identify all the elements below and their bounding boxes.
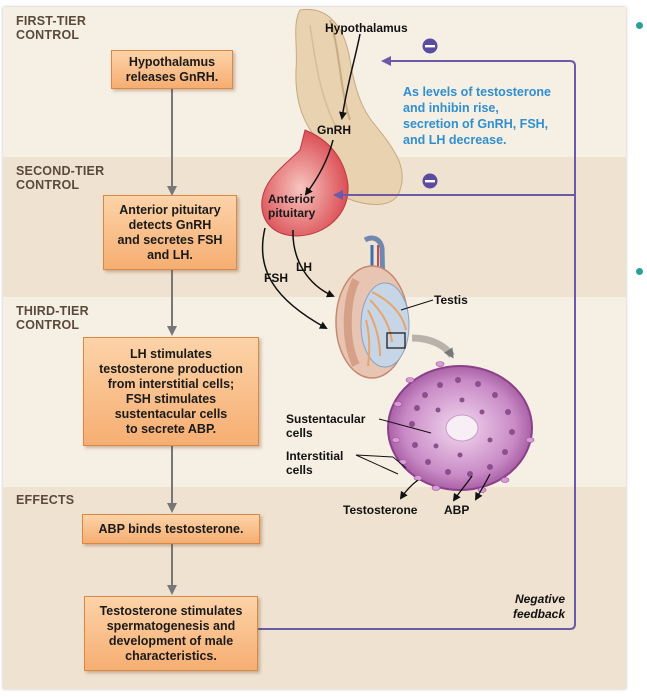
testis-label: Testis [434, 293, 468, 307]
first-tier-label: FIRST-TIER CONTROL [16, 14, 87, 42]
step-testosterone-effects: Testosterone stimulates spermatogenesis … [84, 596, 258, 671]
feedback-note: As levels of testosterone and inhibin ri… [403, 85, 551, 147]
gnrh-label: GnRH [317, 123, 351, 137]
testosterone-label: Testosterone [343, 503, 418, 517]
step-gnrh-release: Hypothalamus releases GnRH. [111, 50, 233, 89]
anterior-pituitary-illustration [261, 129, 349, 237]
inhibition-minus-icon [422, 38, 438, 54]
step-lh-fsh-action: LH stimulates testosterone production fr… [83, 337, 259, 446]
negative-feedback-label: Negative feedback [512, 592, 565, 621]
sustentacular-cells-label: Sustentacular cells [286, 412, 366, 440]
anterior-pituitary-label: Anterior pituitary [268, 192, 316, 220]
third-tier-label: THIRD-TIER CONTROL [16, 304, 89, 332]
testis-illustration [335, 235, 410, 379]
interstitial-cells-label: Interstitial cells [286, 449, 344, 477]
fsh-label: FSH [264, 271, 288, 285]
second-tier-label: SECOND-TIER CONTROL [16, 164, 105, 192]
negative-feedback-loop [258, 56, 576, 630]
hypothalamus-label: Hypothalamus [325, 21, 408, 35]
step-pituitary-secretion: Anterior pituitary detects GnRH and secr… [103, 195, 237, 270]
step-abp-binds: ABP binds testosterone. [82, 514, 260, 544]
inhibition-minus-icon-2 [422, 173, 438, 189]
effects-label: EFFECTS [16, 493, 75, 507]
abp-label: ABP [444, 503, 470, 517]
bullet-marker [636, 22, 643, 29]
bullet-marker [636, 268, 643, 275]
seminiferous-tubule-cross-section [387, 361, 535, 493]
lh-label: LH [296, 260, 312, 274]
